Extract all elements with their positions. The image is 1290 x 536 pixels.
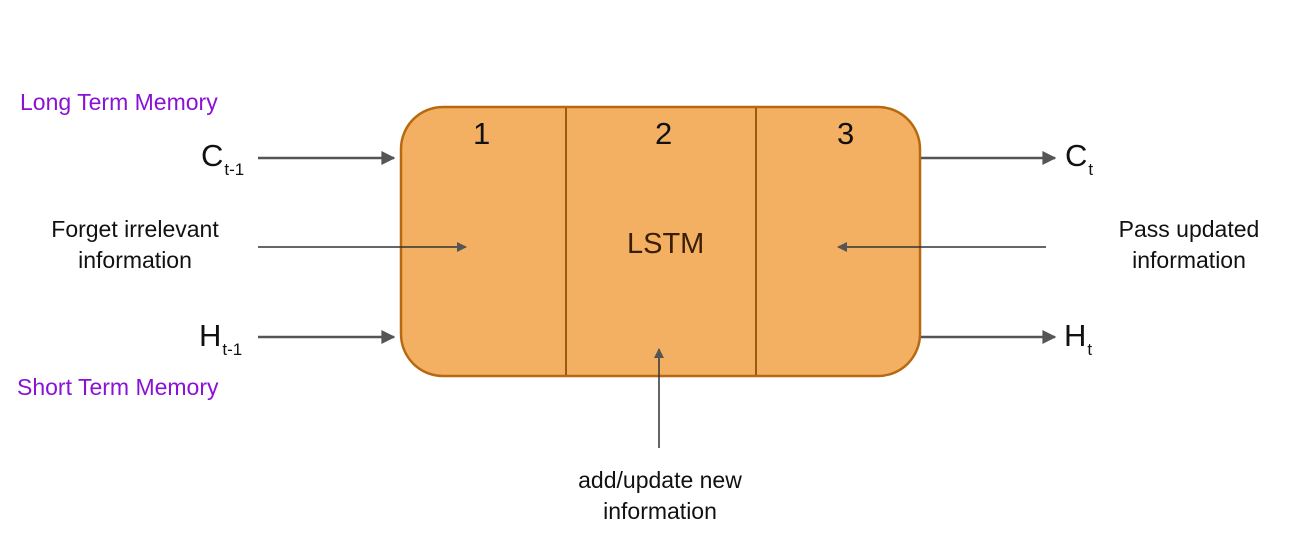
lstm-box <box>399 105 922 378</box>
long-term-memory-label: Long Term Memory <box>20 89 218 115</box>
h-prev-label: Ht-1 <box>199 318 243 359</box>
h-next-label: Ht <box>1064 318 1093 359</box>
lstm-title: LSTM <box>627 228 705 260</box>
section-number-1: 1 <box>473 116 491 151</box>
c-next-label: Ct <box>1065 138 1094 179</box>
section-number-2: 2 <box>655 116 673 151</box>
section-number-3: 3 <box>837 116 855 151</box>
short-term-memory-label: Short Term Memory <box>17 374 219 400</box>
c-prev-label: Ct-1 <box>201 138 245 179</box>
